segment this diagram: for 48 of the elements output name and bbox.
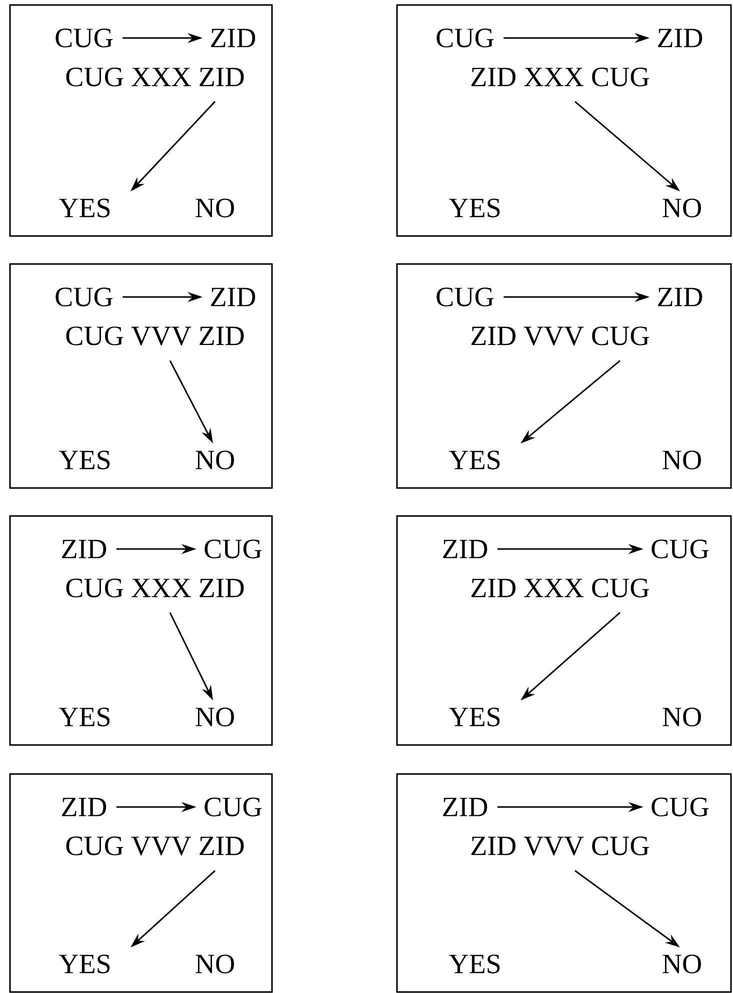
label-text: YES xyxy=(58,450,110,470)
label-text: CUG XXX ZID xyxy=(66,578,244,598)
label-text: CUG VVV ZID xyxy=(66,326,244,346)
label-text: CUG xyxy=(436,288,494,306)
panel-box xyxy=(396,263,732,489)
label-text: ZID XXX CUG xyxy=(471,68,649,86)
label-text: ZID xyxy=(211,28,256,48)
label-text: ZID xyxy=(443,540,488,558)
label-text: CUG xyxy=(652,798,709,816)
label-text: ZID VVV CUG xyxy=(471,836,649,856)
panel-box xyxy=(396,4,732,237)
label-text: YES xyxy=(448,954,500,974)
label-text: CUG xyxy=(56,28,113,48)
label-text: NO xyxy=(662,450,701,470)
panel-box xyxy=(396,515,732,746)
panel-box xyxy=(9,4,273,237)
label-text: YES xyxy=(448,708,500,726)
label-text: YES xyxy=(58,708,110,726)
label-text: NO xyxy=(196,708,234,726)
label-text: ZID VVV CUG xyxy=(471,326,649,346)
label-text: YES xyxy=(448,450,500,470)
label-text: CUG xyxy=(436,28,494,48)
label-text: YES xyxy=(58,198,110,218)
label-text: ZID XXX CUG xyxy=(471,578,649,598)
label-text: NO xyxy=(196,954,234,974)
label-text: CUG XXX ZID xyxy=(66,68,244,86)
label-text: ZID xyxy=(658,28,702,48)
label-text: YES xyxy=(58,954,110,974)
label-text: CUG xyxy=(204,798,262,816)
label-text: NO xyxy=(662,198,701,218)
label-text: CUG VVV ZID xyxy=(66,836,244,856)
panel-box xyxy=(9,773,273,993)
panel-box xyxy=(9,263,273,489)
label-text: ZID xyxy=(658,288,702,306)
label-text: CUG xyxy=(204,540,262,558)
label-text: NO xyxy=(662,954,701,974)
label-text: ZID xyxy=(62,798,106,816)
label-text: ZID xyxy=(62,540,106,558)
label-text: NO xyxy=(662,708,701,726)
label-text: CUG xyxy=(56,288,113,306)
label-text: ZID xyxy=(211,288,256,306)
label-text: YES xyxy=(448,198,500,218)
label-text: NO xyxy=(196,198,234,218)
panel-box xyxy=(9,515,273,746)
label-text: NO xyxy=(196,450,234,470)
label-text: CUG xyxy=(652,540,709,558)
label-text: ZID xyxy=(443,798,488,816)
panel-box xyxy=(396,773,732,993)
